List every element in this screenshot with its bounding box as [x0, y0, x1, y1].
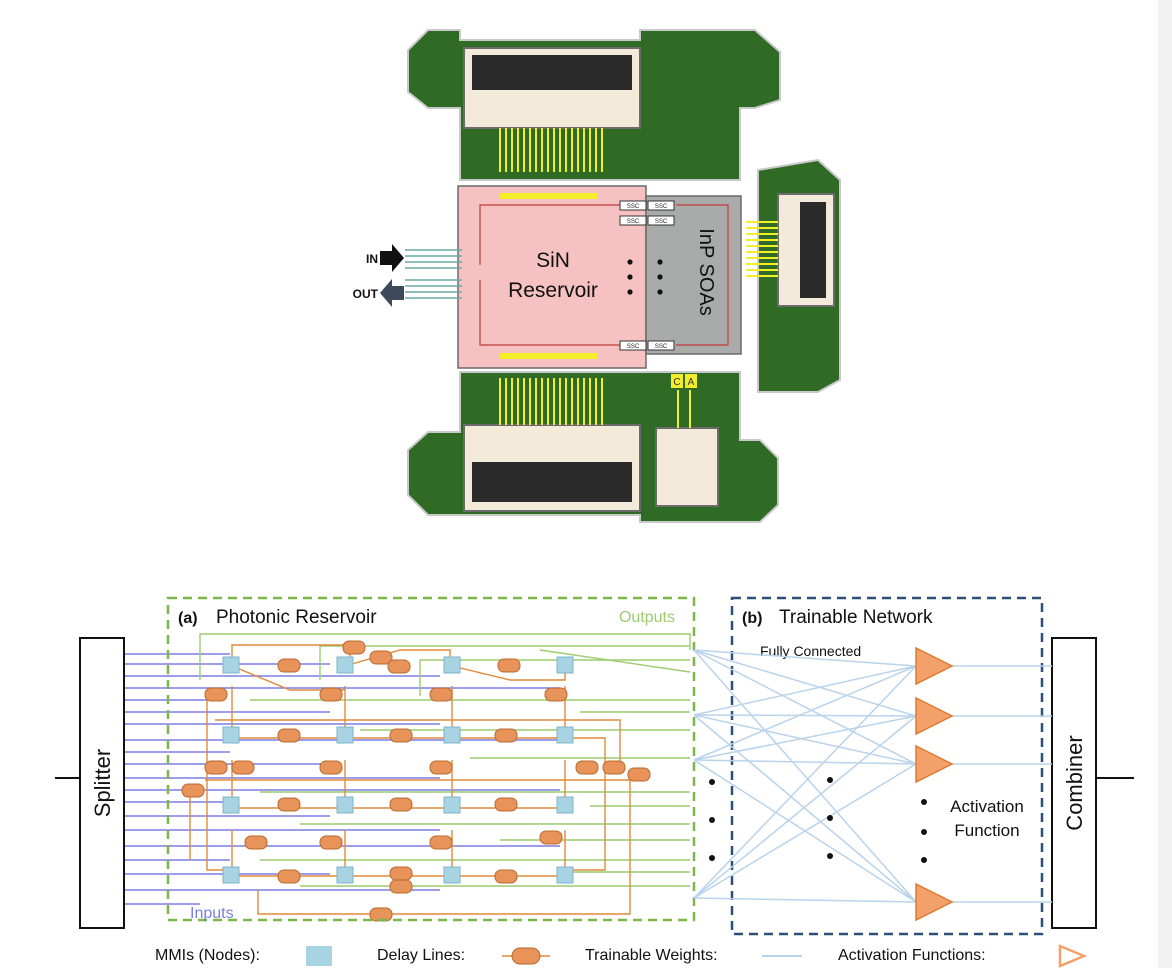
- bottom-network-figure: Splitter Combiner (a) Photonic Reservoir…: [55, 596, 1134, 968]
- in-label: IN: [366, 252, 378, 266]
- fiber-array: [405, 249, 462, 299]
- soa-label: InP SOAs: [695, 228, 717, 315]
- side-connector-slot: [800, 202, 826, 298]
- activation-functions: [915, 646, 954, 922]
- ssc-label: SSC: [627, 219, 640, 225]
- input-waveguides: [124, 653, 560, 905]
- pin-c-pad: [671, 374, 683, 388]
- delay-lines: [181, 640, 651, 922]
- ssc-label: SSC: [627, 204, 640, 210]
- top-wire-bonds: [499, 128, 603, 172]
- inputs-label: Inputs: [190, 905, 234, 922]
- outputs-label: Outputs: [619, 609, 675, 626]
- pin-a-pad: [685, 374, 697, 388]
- activation-label-line2: Function: [954, 821, 1019, 840]
- top-connector-slot: [472, 55, 632, 90]
- reservoir-pad-strip-bottom: [500, 353, 598, 359]
- legend-mmi-symbol: [306, 946, 332, 966]
- splitter-label: Splitter: [90, 749, 115, 817]
- out-arrow: [380, 279, 404, 307]
- power-connector: [655, 427, 719, 507]
- out-label: OUT: [353, 287, 379, 301]
- legend-activation-label: Activation Functions:: [838, 947, 986, 964]
- pin-c-label: C: [673, 377, 680, 388]
- ssc-label: SSC: [655, 344, 668, 350]
- ssc-label: SSC: [655, 219, 668, 225]
- activation-label-line1: Activation: [950, 797, 1024, 816]
- mmi-nodes: [222, 656, 574, 884]
- ssc-blocks: [619, 200, 675, 351]
- legend-delay-symbol: [511, 947, 541, 965]
- waveguide-loop: [479, 204, 729, 346]
- legend: MMIs (Nodes): Delay Lines: Trainable Wei…: [155, 944, 1088, 968]
- reservoir-label-line1: SiN: [536, 249, 570, 272]
- sin-reservoir-chip: [457, 185, 647, 369]
- ssc-label: SSC: [655, 204, 668, 210]
- splitter-block: [79, 637, 125, 929]
- legend-mmi-label: MMIs (Nodes):: [155, 947, 260, 964]
- top-module-figure: C A SSC SSC SSC SSC SSC SSC SiN Reservoi…: [353, 29, 841, 523]
- panel-b-title: Trainable Network: [779, 607, 933, 628]
- fully-connected-label: Fully Connected: [760, 643, 861, 659]
- reservoir-pad-strip-top: [500, 193, 598, 199]
- photonic-reservoir-panel: [166, 596, 696, 922]
- legend-activation-symbol: [1058, 944, 1088, 968]
- side-wire-bonds: [746, 221, 778, 277]
- legend-weights-label: Trainable Weights:: [585, 947, 718, 964]
- combiner-label: Combiner: [1062, 735, 1087, 830]
- panel-a-title: Photonic Reservoir: [216, 607, 377, 628]
- in-arrow: [380, 244, 404, 272]
- trainable-weights: [693, 649, 1052, 903]
- page-scrollbar[interactable]: [1158, 0, 1172, 968]
- reservoir-label-line2: Reservoir: [508, 279, 598, 302]
- legend-delay-label: Delay Lines:: [377, 947, 465, 964]
- network-ellipsis-dots: [709, 777, 927, 863]
- pin-a-label: A: [688, 377, 695, 388]
- panel-a-tag: (a): [178, 610, 198, 627]
- bottom-wire-bonds: [499, 378, 691, 428]
- bottom-connector-slot: [472, 462, 632, 502]
- trainable-network-panel: [730, 596, 1044, 936]
- panel-b-tag: (b): [742, 610, 762, 627]
- combiner-block: [1051, 637, 1097, 929]
- ssc-label: SSC: [627, 344, 640, 350]
- ellipsis-dots: [627, 259, 663, 295]
